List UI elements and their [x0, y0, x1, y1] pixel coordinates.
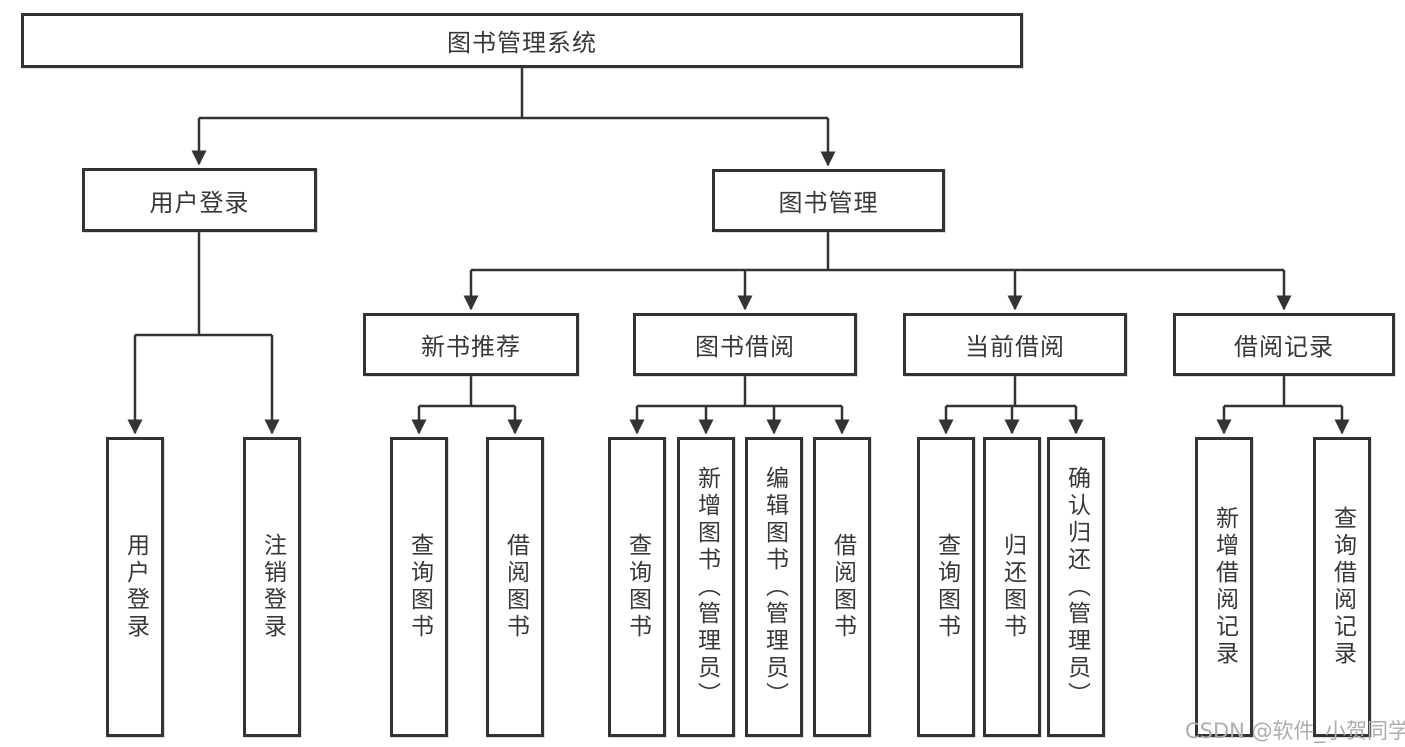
leaf-add-borrow-record: 新增借阅记录 — [1195, 437, 1253, 737]
leaf-add-book-admin: 新增图书（管理员） — [677, 437, 735, 737]
leaf-return-book: 归还图书 — [983, 437, 1041, 737]
leaf-label: 借阅图书 — [829, 533, 856, 641]
leaf-query-borrow-record: 查询借阅记录 — [1313, 437, 1371, 737]
leaf-edit-book-admin: 编辑图书（管理员） — [745, 437, 803, 737]
leaf-borrow-book: 借阅图书 — [813, 437, 871, 737]
leaf-query-book-recommend: 查询图书 — [390, 437, 448, 737]
leaf-label: 查询图书 — [933, 533, 960, 641]
leaf-label: 查询图书 — [624, 533, 651, 641]
node-library-system: 图书管理系统 — [21, 13, 1023, 68]
leaf-borrow-book-recommend: 借阅图书 — [486, 437, 544, 737]
leaf-label: 新增图书（管理员） — [693, 465, 720, 709]
leaf-label: 用户登录 — [122, 533, 149, 641]
node-current-borrow: 当前借阅 — [903, 313, 1127, 376]
node-new-book-recommend: 新书推荐 — [363, 313, 579, 376]
leaf-label: 归还图书 — [999, 533, 1026, 641]
leaf-label: 确认归还（管理员） — [1063, 465, 1090, 709]
leaf-label: 查询借阅记录 — [1329, 506, 1356, 668]
node-user-login: 用户登录 — [82, 168, 317, 232]
leaf-logout: 注销登录 — [243, 437, 301, 737]
watermark: CSDN @软件_小贺同学 — [1185, 719, 1405, 743]
leaf-query-book-current: 查询图书 — [917, 437, 975, 737]
leaf-user-login: 用户登录 — [106, 437, 164, 737]
leaf-label: 注销登录 — [259, 533, 286, 641]
node-borrow-record: 借阅记录 — [1173, 313, 1395, 376]
node-book-management: 图书管理 — [712, 169, 945, 232]
leaf-label: 查询图书 — [406, 533, 433, 641]
leaf-label: 编辑图书（管理员） — [761, 465, 788, 709]
leaf-confirm-return-admin: 确认归还（管理员） — [1047, 437, 1105, 737]
leaf-label: 借阅图书 — [502, 533, 529, 641]
leaf-label: 新增借阅记录 — [1211, 506, 1238, 668]
leaf-query-book-borrow: 查询图书 — [608, 437, 666, 737]
node-book-borrow: 图书借阅 — [633, 313, 857, 376]
